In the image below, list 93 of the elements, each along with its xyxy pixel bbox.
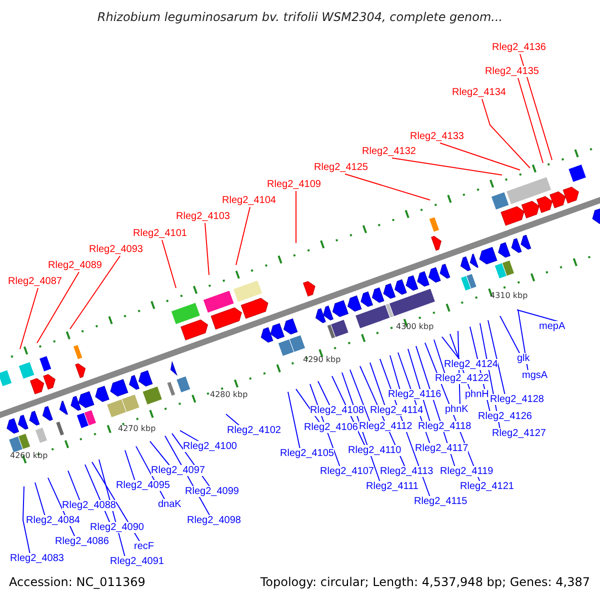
leader-line (124, 450, 136, 482)
gene-label: Rleg2_4084 (26, 515, 80, 526)
leader-line (440, 142, 520, 170)
leader-line (408, 348, 430, 422)
footer-text: Topology: circular; Length: 4,537,948 bp; Genes: 4,387 (260, 575, 590, 589)
gene-label: Rleg2_4088 (62, 500, 116, 511)
gene-label: Rleg2_4117 (415, 443, 468, 454)
leader-line (34, 482, 46, 516)
leader-line (162, 240, 176, 288)
gene-label: Rleg2_4133 (410, 131, 464, 142)
leader-line (500, 316, 520, 354)
gene-label: Rleg2_4107 (320, 466, 374, 477)
scale-label: 4300 kbp (396, 322, 434, 332)
gene-label: recF (134, 541, 154, 552)
leader-line (370, 362, 386, 406)
leader-line (36, 272, 80, 344)
leader-line (70, 256, 120, 330)
footer-text: Accession: NC_011369 (9, 575, 146, 589)
gene-label: Rleg2_4089 (48, 260, 102, 271)
leader-line (520, 54, 552, 160)
leader-line (516, 309, 560, 322)
leader-line (226, 414, 240, 426)
leader-line (296, 388, 320, 424)
gene-label: Rleg2_4109 (267, 179, 321, 190)
scale-label: 4290 kbp (303, 355, 341, 365)
leader-line (488, 320, 506, 396)
leader-line (236, 206, 250, 266)
gene-label: Rleg2_4095 (116, 480, 170, 491)
gene-label: dnaK (158, 499, 182, 510)
leader-line (22, 486, 30, 554)
scale-label: 4310 kbp (490, 291, 528, 301)
leader-line (68, 470, 80, 502)
scale-label: 4270 kbp (118, 424, 156, 434)
gene-label: Rleg2_4086 (55, 536, 109, 547)
gene-label: phnK (445, 404, 468, 415)
gene-label: Rleg2_4113 (380, 466, 434, 477)
gene-label: Rleg2_4119 (440, 466, 494, 477)
scale-label: 4280 kbp (210, 390, 248, 400)
gene-label: Rleg2_4115 (414, 496, 468, 507)
leader-line (344, 174, 430, 200)
leader-line (180, 430, 200, 442)
leader-line (442, 336, 460, 360)
leader-line (204, 222, 210, 276)
gene-label: Rleg2_4102 (227, 425, 281, 436)
gene-label: Rleg2_4093 (89, 244, 143, 255)
gene-label: Rleg2_4111 (366, 481, 418, 492)
gene-label: mgsA (522, 370, 548, 381)
leader-line (434, 339, 446, 374)
gene-label: phnH (465, 389, 489, 400)
scale-label: 4260 kbp (10, 451, 48, 461)
gene-label: Rleg2_4105 (280, 448, 334, 459)
gene-label: Rleg2_4116 (388, 389, 442, 400)
gene-label: Rleg2_4087 (8, 276, 62, 287)
gene-label: Rleg2_4097 (151, 465, 205, 476)
gene-label: Rleg2_4090 (90, 522, 144, 533)
gene-label: Rleg2_4127 (492, 428, 546, 439)
leader-line (392, 158, 502, 176)
leader-line (518, 78, 544, 164)
gene-label: Rleg2_4136 (492, 42, 546, 53)
gene-label: Rleg2_4112 (359, 421, 412, 432)
gene-label: Rleg2_4091 (110, 556, 164, 567)
gene-label: Rleg2_4122 (435, 373, 489, 384)
leader-line (482, 98, 530, 168)
leader-line (150, 440, 170, 466)
gene-label: mepA (539, 321, 566, 332)
gene-label: Rleg2_4103 (176, 211, 230, 222)
gene-label: Rleg2_4104 (222, 195, 276, 206)
leader-line (92, 462, 140, 542)
gene-label: Rleg2_4134 (452, 87, 506, 98)
gene-label: Rleg2_4128 (490, 394, 544, 405)
leader-line (390, 354, 400, 390)
gene-label: Rleg2_4110 (348, 445, 402, 456)
gene-label: Rleg2_4114 (370, 405, 424, 416)
gene-label: Rleg2_4135 (485, 66, 539, 77)
gene-label: Rleg2_4125 (314, 162, 368, 173)
leader-line (20, 288, 38, 350)
gene-label: Rleg2_4132 (362, 146, 416, 157)
gene-label: Rleg2_4124 (444, 359, 498, 370)
gene-label: Rleg2_4098 (187, 515, 241, 526)
leader-line (350, 369, 370, 422)
gene-label: glk (517, 353, 530, 364)
gene-label: Rleg2_4118 (418, 421, 472, 432)
gene-label: Rleg2_4101 (133, 228, 187, 239)
gene-label: Rleg2_4126 (478, 411, 532, 422)
gene-label: Rleg2_4108 (310, 405, 364, 416)
gene-label: Rleg2_4100 (183, 441, 237, 452)
map-title: Rhizobium leguminosarum bv. trifolii WSM2304, complete genom... (96, 10, 504, 24)
gene-label: Rleg2_4121 (460, 481, 514, 492)
gene-label: Rleg2_4083 (10, 553, 64, 564)
gene-label: Rleg2_4099 (185, 486, 239, 497)
leader-line (288, 391, 300, 450)
gene-label: Rleg2_4106 (304, 422, 358, 433)
leader-line (318, 380, 330, 406)
